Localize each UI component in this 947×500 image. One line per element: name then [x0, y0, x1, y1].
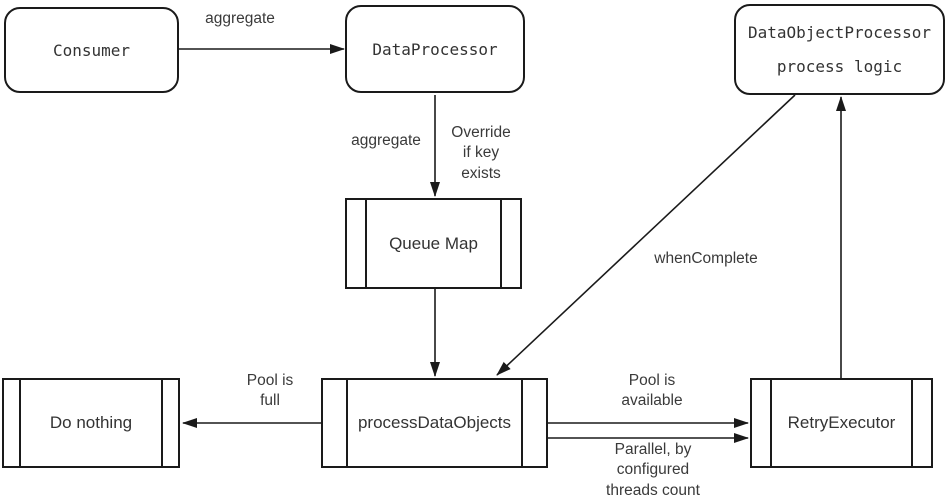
node-retry-executor-label: RetryExecutor	[787, 413, 896, 432]
node-queue-map: Queue Map	[345, 198, 522, 289]
node-data-object-processor-sublabel: process logic	[776, 57, 903, 76]
edge-label-when-complete: whenComplete	[654, 250, 758, 267]
edge-label-pool-is-full: Pool is full	[246, 372, 294, 410]
node-process-data-objects: processDataObjects	[321, 378, 548, 468]
node-do-nothing-label: Do nothing	[49, 413, 133, 432]
node-consumer: Consumer	[4, 7, 179, 93]
node-retry-executor: RetryExecutor	[750, 378, 933, 468]
edge-dataobjectprocessor-to-processdataobjects	[496, 94, 796, 376]
node-consumer-label: Consumer	[52, 40, 131, 60]
edge-label-aggregate-mid: aggregate	[351, 132, 421, 149]
edge-label-parallel-threads: Parallel, by configured threads count	[606, 441, 700, 499]
edge-label-override-if-key-exists: Override if key exists	[451, 124, 511, 182]
node-data-object-processor-label: DataObjectProcessor	[747, 23, 932, 42]
edge-label-aggregate-top: aggregate	[205, 10, 275, 27]
node-data-processor: DataProcessor	[345, 5, 525, 93]
node-data-object-processor: DataObjectProcessor process logic	[734, 4, 945, 95]
node-process-data-objects-label: processDataObjects	[357, 413, 512, 432]
node-queue-map-label: Queue Map	[389, 233, 478, 253]
node-data-processor-label: DataProcessor	[372, 39, 498, 59]
edge-label-pool-is-available: Pool is available	[621, 372, 683, 410]
node-do-nothing: Do nothing	[2, 378, 180, 468]
